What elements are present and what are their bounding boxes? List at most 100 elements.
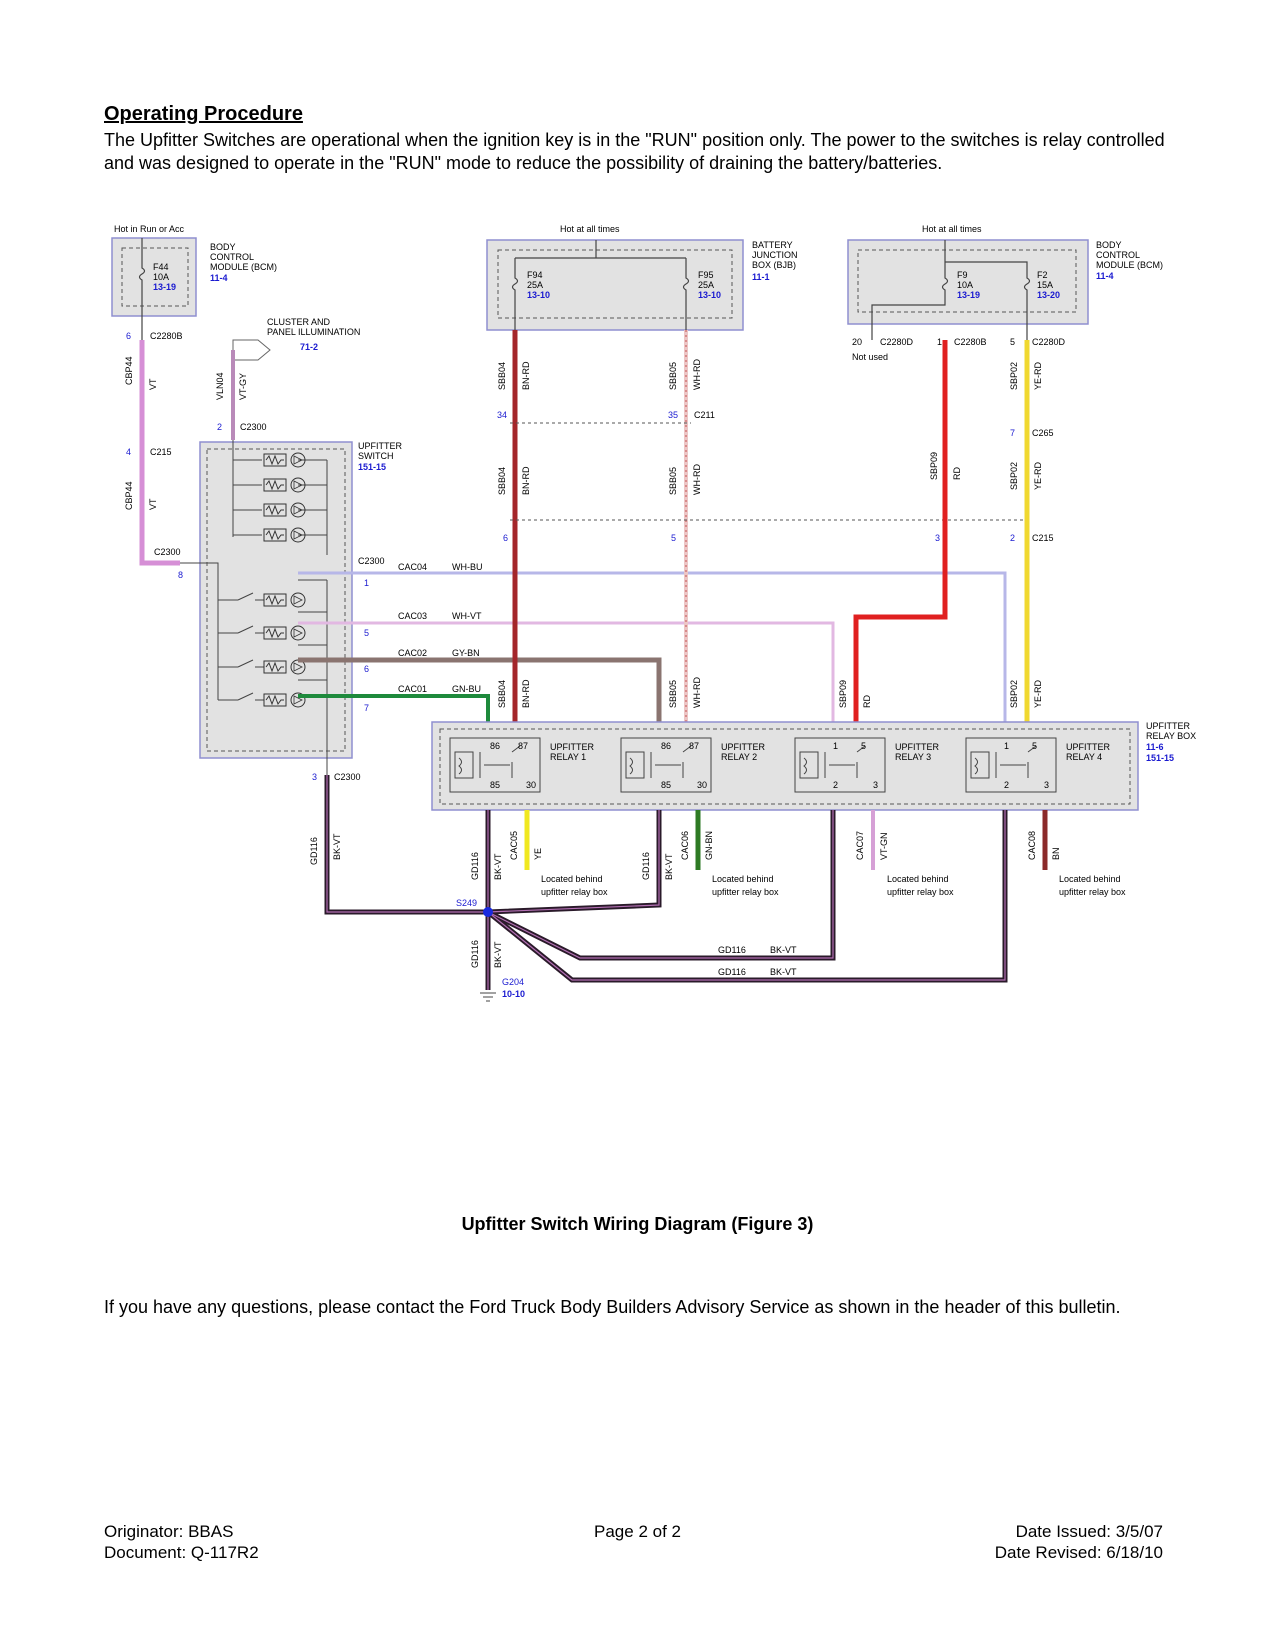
- bcm-right: Hot at all times F9 10A 13-19 F2 15A 13-…: [847, 224, 1163, 362]
- bcm-right-title-3: MODULE (BCM): [1096, 260, 1163, 270]
- conn-pin6: 6: [364, 664, 369, 674]
- section-heading: Operating Procedure: [104, 103, 303, 125]
- wire-bkvt-b: BK-VT: [493, 853, 503, 880]
- conn-c2300-pin8: 8: [178, 570, 183, 580]
- wire-sbp09-a: SBP09: [929, 452, 939, 480]
- conn-c265: C265: [1032, 428, 1054, 438]
- wire-bkvt-e: BK-VT: [770, 967, 797, 977]
- conn-c215-right: C215: [1032, 533, 1054, 543]
- bcm-left-ref: 11-4: [210, 273, 228, 283]
- bcm-right-pin1: 1: [937, 337, 942, 347]
- bjb-rating2: 25A: [698, 280, 714, 290]
- bcm-right-note: Hot at all times: [922, 224, 982, 234]
- relay-box-title-2: RELAY BOX: [1146, 731, 1196, 741]
- wire-yerd-a: YE-RD: [1033, 361, 1043, 390]
- wire-vt-a: VT: [148, 378, 158, 390]
- relay-3: 1 5 2 3 UPFITTER RELAY 3: [794, 737, 939, 793]
- bcm-right-ref1: 13-19: [957, 290, 980, 300]
- wire-gd116-a: GD116: [309, 837, 319, 865]
- footer-page: Page 2 of 2: [594, 1522, 681, 1541]
- wire-sbb05-a: SBB05: [668, 362, 678, 390]
- wire-whrd-a: WH-RD: [692, 359, 702, 390]
- relay-1-p1: 86: [490, 741, 500, 751]
- wire-bkvt-c: BK-VT: [664, 853, 674, 880]
- relay-3-p2: 5: [861, 741, 866, 751]
- wire-cac03: CAC03: [398, 611, 427, 621]
- wire-bkvt-f: BK-VT: [493, 941, 503, 968]
- bcm-left-title-2: CONTROL: [210, 252, 254, 262]
- splice-label: S249: [456, 898, 477, 908]
- located-2-line2: upfitter relay box: [712, 887, 779, 897]
- relay-4-p4: 3: [1044, 780, 1049, 790]
- bcm-right-conn1: C2280B: [954, 337, 987, 347]
- wire-rd-b: RD: [862, 695, 872, 708]
- wire-bkvt-a: BK-VT: [332, 833, 342, 860]
- relay-2-p1: 86: [661, 741, 671, 751]
- bcm-left-title-1: BODY: [210, 242, 236, 252]
- relay-2-name-2: RELAY 2: [721, 752, 757, 762]
- switch-ref: 151-15: [358, 462, 386, 472]
- wire-gd116-b: GD116: [470, 852, 480, 880]
- relay-4-name-1: UPFITTER: [1066, 742, 1110, 752]
- bcm-left-note: Hot in Run or Acc: [114, 224, 185, 234]
- relay-4-p2: 5: [1032, 741, 1037, 751]
- upfitter-relay-box: UPFITTER RELAY BOX 11-6 151-15: [431, 721, 1196, 811]
- wire-bn: BN: [1051, 847, 1061, 860]
- wire-sbp09-b: SBP09: [838, 680, 848, 708]
- located-4-line2: upfitter relay box: [1059, 887, 1126, 897]
- battery-junction-box: Hot at all times F94 25A 13-10 F95 25A 1…: [486, 224, 798, 331]
- wire-whrd-c: WH-RD: [692, 677, 702, 708]
- bcm-right-pin20: 20: [852, 337, 862, 347]
- conn-c215-left: C215: [150, 447, 172, 457]
- splice-s249: [483, 907, 493, 917]
- footer-revised: Date Revised: 6/18/10: [994, 1543, 1163, 1562]
- bcm-right-fuse2: F2: [1037, 270, 1048, 280]
- located-3-line1: Located behind: [887, 874, 949, 884]
- located-1-line2: upfitter relay box: [541, 887, 608, 897]
- conn-c215-pin: 4: [126, 447, 131, 457]
- wire-vtgn: VT-GN: [879, 832, 889, 860]
- footer-document: Document: Q-117R2: [104, 1543, 259, 1562]
- bjb-rating1: 25A: [527, 280, 543, 290]
- wire-gnbu: GN-BU: [452, 684, 481, 694]
- located-3-line2: upfitter relay box: [887, 887, 954, 897]
- conn-pin3-rd: 3: [935, 533, 940, 543]
- located-4-line1: Located behind: [1059, 874, 1121, 884]
- wire-bnrd-a: BN-RD: [521, 361, 531, 390]
- bcm-right-not-used: Not used: [852, 352, 888, 362]
- wire-whvt: WH-VT: [452, 611, 482, 621]
- wire-cbp44-a: CBP44: [124, 356, 134, 385]
- intro-paragraph: The Upfitter Switches are operational wh…: [104, 130, 1165, 173]
- footer-left: Originator: BBAS Document: Q-117R2: [104, 1521, 259, 1563]
- bcm-right-ref2: 13-20: [1037, 290, 1060, 300]
- located-2-line1: Located behind: [712, 874, 774, 884]
- ground-label: G204: [502, 977, 524, 987]
- conn-pin5: 5: [364, 628, 369, 638]
- relay-box-ref2: 151-15: [1146, 753, 1174, 763]
- wire-sbp02-c: SBP02: [1009, 680, 1019, 708]
- bjb-fuse2: F95: [698, 270, 714, 280]
- bjb-ref: 11-1: [752, 272, 770, 282]
- ground-symbol: [480, 992, 496, 1002]
- wire-yerd-c: YE-RD: [1033, 679, 1043, 708]
- wire-sbb04-b: SBB04: [497, 467, 507, 495]
- relay-4-p3: 2: [1004, 780, 1009, 790]
- bjb-title-3: BOX (BJB): [752, 260, 796, 270]
- wire-sbb04-a: SBB04: [497, 362, 507, 390]
- wire-cbp44-b: CBP44: [124, 481, 134, 510]
- relay-3-p4: 3: [873, 780, 878, 790]
- footer-right: Date Issued: 3/5/07 Date Revised: 6/18/1…: [995, 1521, 1163, 1563]
- bjb-ref1: 13-10: [527, 290, 550, 300]
- bcm-left-fuse-ref: 13-19: [153, 282, 176, 292]
- bcm-right-conn20: C2280D: [880, 337, 914, 347]
- relay-box-title-1: UPFITTER: [1146, 721, 1190, 731]
- conn-pin7-c265: 7: [1010, 428, 1015, 438]
- conn-c2300-left: C2300: [154, 547, 181, 557]
- relay-1-p4: 30: [526, 780, 536, 790]
- relay-1-name-2: RELAY 1: [550, 752, 586, 762]
- relay-1-p2: 87: [518, 741, 528, 751]
- relay-3-p3: 2: [833, 780, 838, 790]
- bcm-left-fuse: F44: [153, 262, 169, 272]
- conn-c2300-bottom: C2300: [334, 772, 361, 782]
- cluster-title-2: PANEL ILLUMINATION: [267, 327, 360, 337]
